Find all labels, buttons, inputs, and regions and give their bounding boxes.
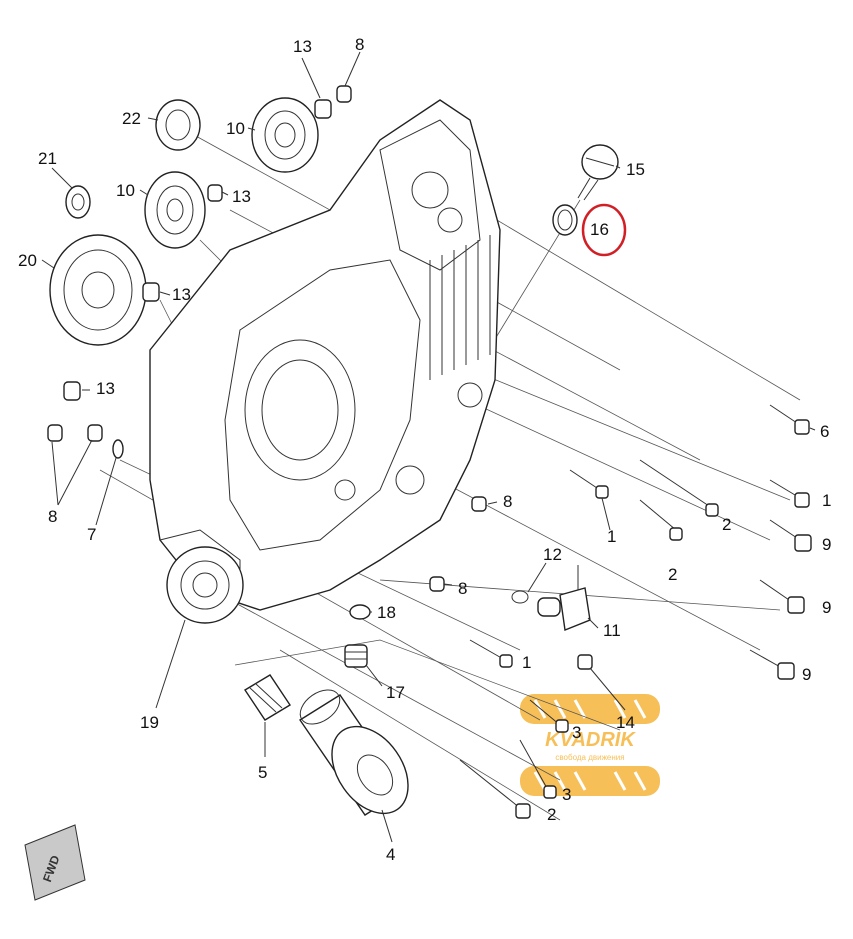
callout-3: 3 [562, 785, 571, 804]
seal-21 [65, 185, 91, 219]
callout-1: 1 [522, 653, 531, 672]
bearing-20 [49, 234, 147, 346]
callout-20: 20 [18, 251, 37, 270]
logo-name: KVADRIK [545, 729, 636, 751]
callout-19: 19 [140, 713, 159, 732]
highlight-circle [581, 203, 627, 257]
callout-7: 7 [87, 525, 96, 544]
callout-13: 13 [172, 285, 191, 304]
callout-8: 8 [458, 579, 467, 598]
callout-17: 17 [386, 683, 405, 702]
callout-2: 2 [547, 805, 556, 824]
callout-5: 5 [258, 763, 267, 782]
callout-3: 3 [572, 723, 581, 742]
callout-12: 12 [543, 545, 562, 564]
callout-13: 13 [232, 187, 251, 206]
bearing-10-lower [144, 171, 206, 249]
bolts [459, 404, 812, 819]
filler-cap-15 [577, 144, 619, 201]
callout-1: 1 [822, 491, 831, 510]
callout-11: 11 [603, 621, 621, 640]
callout-10: 10 [226, 119, 245, 138]
callout-2: 2 [722, 515, 731, 534]
kvadrik-logo: KVADRIK свобода движения [520, 694, 660, 796]
callout-1: 1 [607, 527, 616, 546]
clip-12 [511, 590, 529, 604]
callout-9: 9 [822, 535, 831, 554]
dowel-pins [47, 85, 487, 592]
fwd-arrow-icon: FWD [24, 824, 86, 901]
callout-numbers: 13 8 22 10 21 10 13 20 13 15 16 13 8 7 6… [18, 35, 831, 864]
callout-22: 22 [122, 109, 141, 128]
callout-14: 14 [616, 713, 635, 732]
bearing-22 [155, 99, 201, 151]
callout-16: 16 [590, 220, 609, 239]
callout-4: 4 [386, 845, 395, 864]
callout-13: 13 [293, 37, 312, 56]
o-ring-16 [552, 204, 578, 236]
logo-tagline: свобода движения [555, 753, 624, 762]
callout-13: 13 [96, 379, 115, 398]
crankcase-housing [149, 99, 501, 624]
fitting-5 [244, 674, 291, 721]
callout-18: 18 [377, 603, 396, 622]
callout-6: 6 [820, 422, 829, 441]
callout-8: 8 [48, 507, 57, 526]
callout-9: 9 [802, 665, 811, 684]
washer-18 [349, 604, 371, 620]
callout-pointers [41, 51, 816, 843]
callout-9: 9 [822, 598, 831, 617]
callout-10: 10 [116, 181, 135, 200]
sensor-11 [537, 565, 591, 631]
callout-15: 15 [626, 160, 645, 179]
callout-8: 8 [503, 492, 512, 511]
oil-filter-4 [299, 689, 409, 816]
callout-2: 2 [668, 565, 677, 584]
callout-8: 8 [355, 35, 364, 54]
drain-plug-17 [344, 644, 368, 668]
bearing-10-upper [251, 97, 319, 173]
callout-21: 21 [38, 149, 57, 168]
